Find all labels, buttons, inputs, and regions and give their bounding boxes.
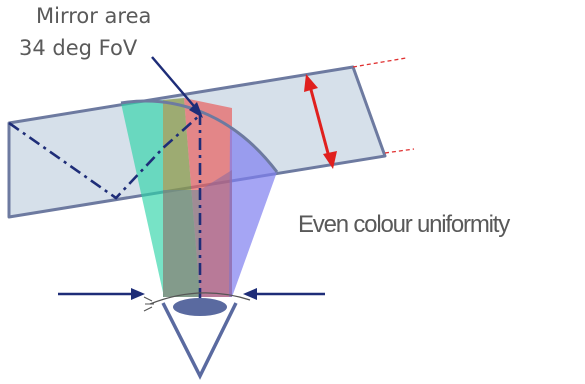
beam-green — [121, 100, 164, 297]
mirror-area-label: Mirror area — [36, 4, 152, 28]
eyebox-arrow-right — [243, 288, 325, 300]
eyebox-arrow-left — [58, 288, 145, 300]
extension-line-bottom — [384, 148, 415, 154]
dash-dot-rays — [8, 113, 202, 300]
beam-mix — [163, 190, 200, 297]
mirror-pointer-arrow — [151, 56, 203, 118]
beam-blue — [229, 128, 277, 297]
thickness-arrow — [304, 74, 337, 169]
beam-mix-right — [200, 170, 232, 297]
uniformity-label: Even colour uniformity — [298, 211, 510, 238]
extension-line-top — [352, 57, 407, 68]
eye-icon — [143, 292, 251, 380]
fov-label: 34 deg FoV — [19, 36, 138, 60]
